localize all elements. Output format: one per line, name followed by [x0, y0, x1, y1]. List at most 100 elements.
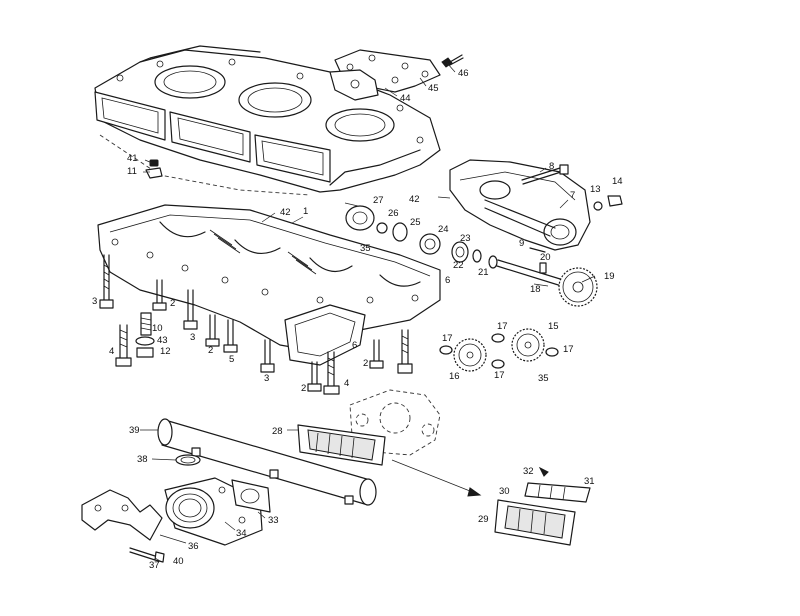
- bolt-3-mid: [183, 289, 198, 330]
- callout-26: 26: [388, 208, 399, 219]
- callout-14: 14: [612, 176, 623, 187]
- callout-42: 42: [280, 207, 291, 218]
- bolt-4-lower: [323, 351, 340, 395]
- callout-31: 31: [584, 476, 595, 487]
- callout-17: 17: [497, 321, 508, 332]
- callout-33: 33: [268, 515, 279, 526]
- washer-17-d: [491, 359, 505, 369]
- screw-clamp-11-41: [145, 159, 163, 179]
- callout-21: 21: [478, 267, 489, 278]
- bolt-3-left: [99, 254, 114, 309]
- callout-labels: 1 2 2 2 2 3 3 3 4 4 5 6 6 7 8 9 10 11 12…: [92, 68, 623, 571]
- callout-2: 2: [170, 298, 175, 309]
- pin-9: [529, 247, 546, 253]
- callout-3: 3: [264, 373, 269, 384]
- callout-11: 11: [127, 166, 137, 177]
- callout-36: 36: [188, 541, 199, 552]
- callout-17: 17: [442, 333, 453, 344]
- bearing-23: [451, 241, 469, 263]
- callout-35: 35: [538, 373, 549, 384]
- washer-17-a: [439, 345, 453, 355]
- seal-26: [376, 222, 388, 234]
- callout-12: 12: [160, 346, 171, 357]
- reed-valve-28: [297, 424, 386, 466]
- callout-43: 43: [157, 335, 168, 346]
- screw-8: [521, 164, 569, 185]
- gear-19: [558, 267, 598, 307]
- nut-12: [136, 347, 154, 358]
- leader-lines: [140, 62, 596, 563]
- callout-46: 46: [458, 68, 469, 79]
- intake-pipe-39: [157, 418, 377, 506]
- callout-32: 32: [523, 466, 534, 477]
- ring-22: [472, 249, 482, 263]
- callout-2: 2: [301, 383, 306, 394]
- callout-37: 37: [149, 560, 160, 571]
- callout-18: 18: [530, 284, 541, 295]
- bolt-46: [441, 54, 464, 68]
- callout-8: 8: [549, 161, 554, 172]
- washer-13-fitting-14: [593, 195, 623, 211]
- callout-10: 10: [152, 323, 163, 334]
- callout-23: 23: [460, 233, 471, 244]
- bolt-2-c: [307, 361, 322, 392]
- callout-9: 9: [519, 238, 524, 249]
- callout-3: 3: [92, 296, 97, 307]
- pin-20: [539, 262, 547, 274]
- stud-10: [140, 312, 152, 336]
- shaft-18: [496, 259, 571, 289]
- callout-29: 29: [478, 514, 489, 525]
- bolt-4-right: [397, 329, 413, 374]
- washer-17-c: [545, 347, 559, 357]
- gasket-33: [231, 479, 271, 513]
- seal-25: [392, 222, 408, 242]
- cover-plate-44-45: [329, 49, 441, 101]
- clamp-38: [175, 454, 201, 466]
- washer-43: [135, 336, 155, 346]
- callout-39: 39: [129, 425, 140, 436]
- callout-6: 6: [445, 275, 450, 286]
- bolt-2-d: [369, 339, 384, 369]
- callout-20: 20: [540, 252, 551, 263]
- reed-block-29: [494, 499, 576, 546]
- bracket-36: [81, 489, 163, 541]
- callout-44: 44: [400, 93, 411, 104]
- callout-30: 30: [499, 486, 510, 497]
- bolt-3-lower: [260, 339, 275, 373]
- lower-crankcase: [97, 204, 441, 366]
- stopper-32: [538, 466, 549, 477]
- ring-21: [488, 255, 498, 269]
- cover-27: [345, 205, 375, 231]
- callout-19: 19: [604, 271, 615, 282]
- relocation-arrow: [391, 459, 482, 497]
- bearing-24: [419, 233, 441, 255]
- callout-34: 34: [236, 528, 247, 539]
- bolt-4-left: [115, 324, 132, 367]
- shaft-seals-bearings: [345, 205, 498, 269]
- callout-4: 4: [344, 378, 349, 389]
- callout-3: 3: [190, 332, 195, 343]
- callout-25: 25: [410, 217, 421, 228]
- callout-2: 2: [208, 345, 213, 356]
- callout-2: 2: [363, 358, 368, 369]
- callout-17: 17: [563, 344, 574, 355]
- callout-6: 6: [352, 340, 357, 351]
- callout-41: 41: [127, 153, 138, 164]
- callout-24: 24: [438, 224, 449, 235]
- washer-17-b: [491, 333, 505, 343]
- callout-40: 40: [173, 556, 184, 567]
- callout-28: 28: [272, 426, 283, 437]
- callout-15: 15: [548, 321, 559, 332]
- callout-22: 22: [453, 260, 464, 271]
- bolt-2-b: [205, 314, 220, 347]
- callout-38: 38: [137, 454, 148, 465]
- bolt-5: [223, 319, 238, 353]
- reed-petals-30-31: [524, 482, 591, 503]
- callout-17: 17: [494, 370, 505, 381]
- callout-4: 4: [109, 346, 114, 357]
- callout-42: 42: [409, 194, 420, 205]
- bolt-2-a: [152, 279, 167, 311]
- callout-13: 13: [590, 184, 601, 195]
- callout-5: 5: [229, 354, 234, 365]
